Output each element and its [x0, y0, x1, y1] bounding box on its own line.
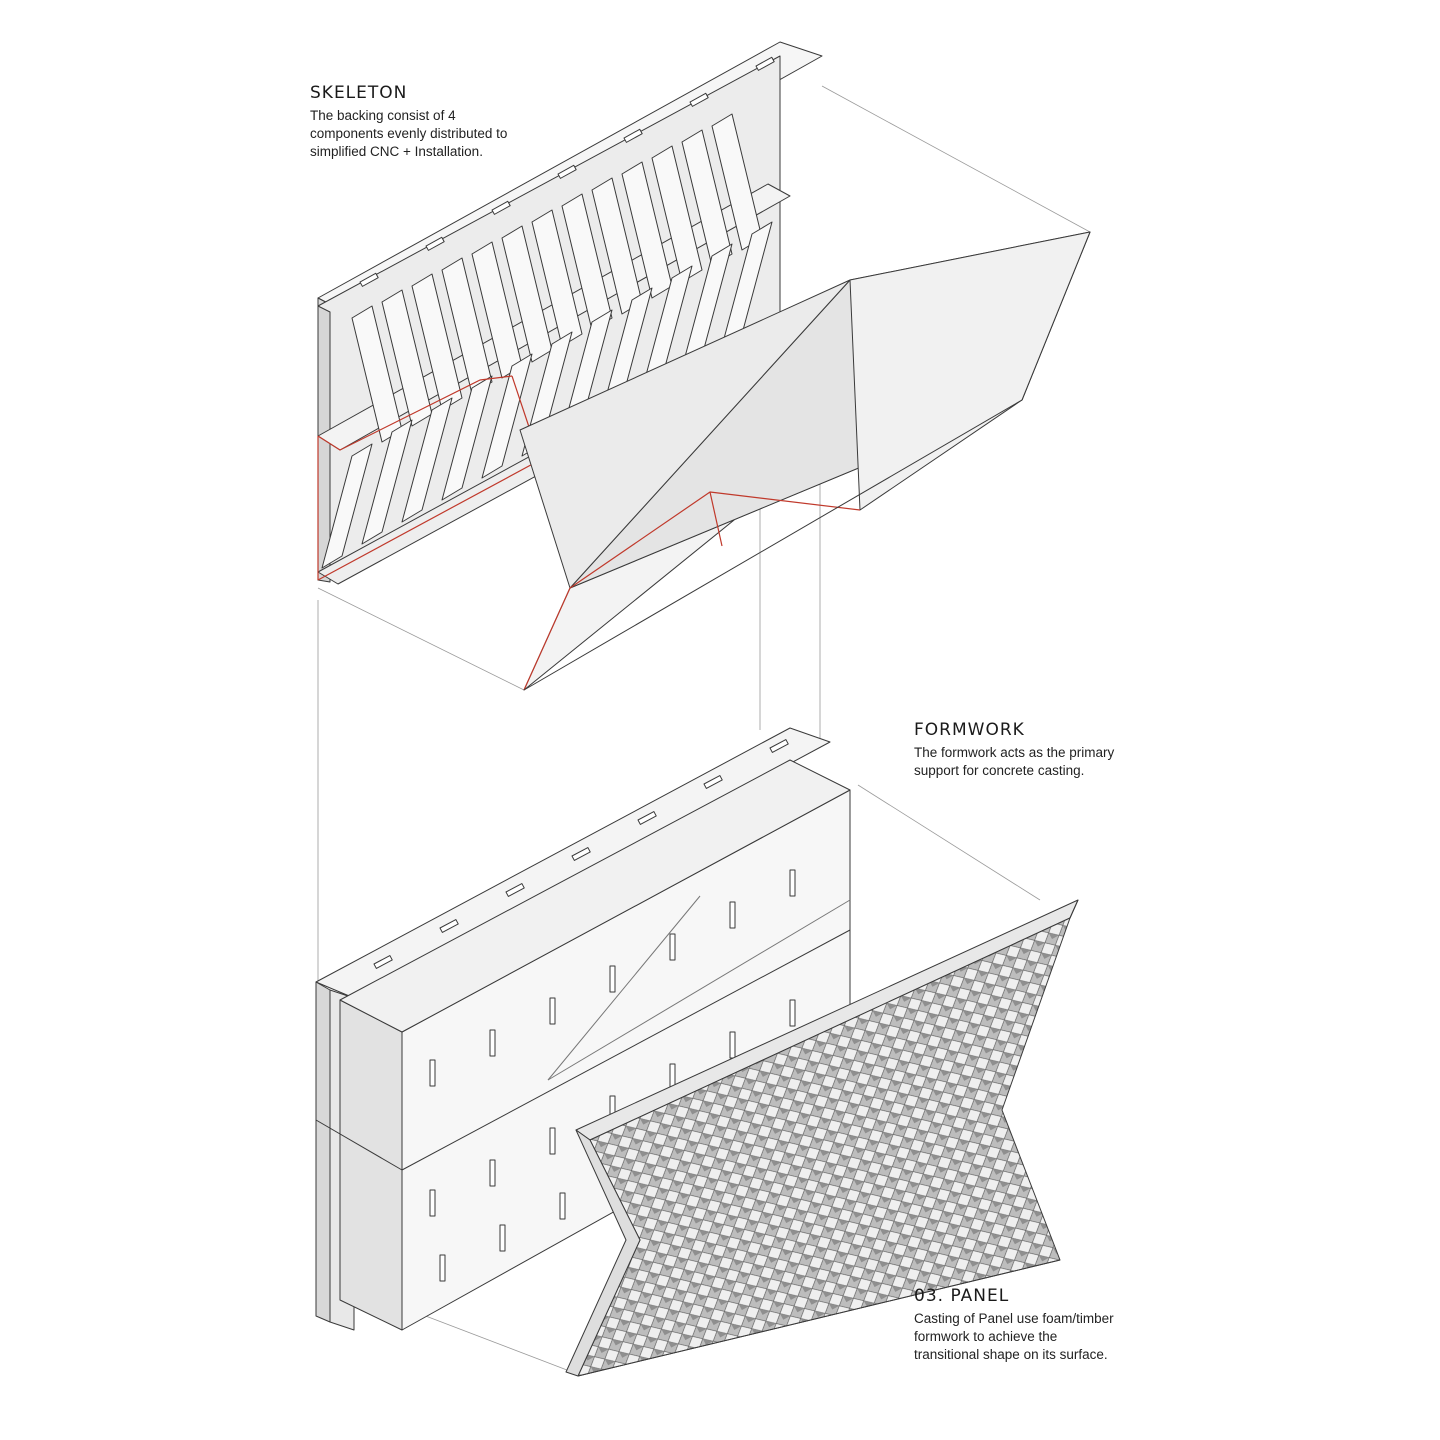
panel-line-3: transitional shape on its surface.: [914, 1347, 1108, 1362]
formwork-description: The formwork acts as the primary support…: [914, 744, 1214, 780]
formwork-top-slots: [373, 739, 789, 969]
panel-line-2: formwork to achieve the: [914, 1329, 1058, 1344]
skeleton-line-1: The backing consist of 4: [310, 108, 456, 123]
formwork-assembly: [315, 727, 851, 1331]
formwork-line-2: support for concrete casting.: [914, 763, 1085, 778]
skeleton-label: SKELETON The backing consist of 4 compon…: [310, 83, 610, 161]
formwork-line-1: The formwork acts as the primary: [914, 745, 1115, 760]
skeleton-ribs: [321, 113, 773, 569]
skeleton-top-slots: [359, 56, 775, 287]
panel-assembly: [565, 899, 1079, 1377]
panel-line-1: Casting of Panel use foam/timber: [914, 1311, 1114, 1326]
skeleton-description: The backing consist of 4 components even…: [310, 107, 610, 161]
panel-label: 03. PANEL Casting of Panel use foam/timb…: [914, 1286, 1214, 1364]
skeleton-side-plate: [317, 305, 331, 583]
skeleton-title: SKELETON: [310, 83, 408, 103]
panel-description: Casting of Panel use foam/timber formwor…: [914, 1310, 1214, 1364]
skeleton-line-3: simplified CNC + Installation.: [310, 144, 483, 159]
skeleton-line-2: components evenly distributed to: [310, 126, 508, 141]
formwork-title: FORMWORK: [914, 720, 1025, 740]
skeleton-folded-sheet: [519, 231, 1091, 691]
panel-title: 03. PANEL: [914, 1286, 1010, 1306]
formwork-label: FORMWORK The formwork acts as the primar…: [914, 720, 1214, 780]
